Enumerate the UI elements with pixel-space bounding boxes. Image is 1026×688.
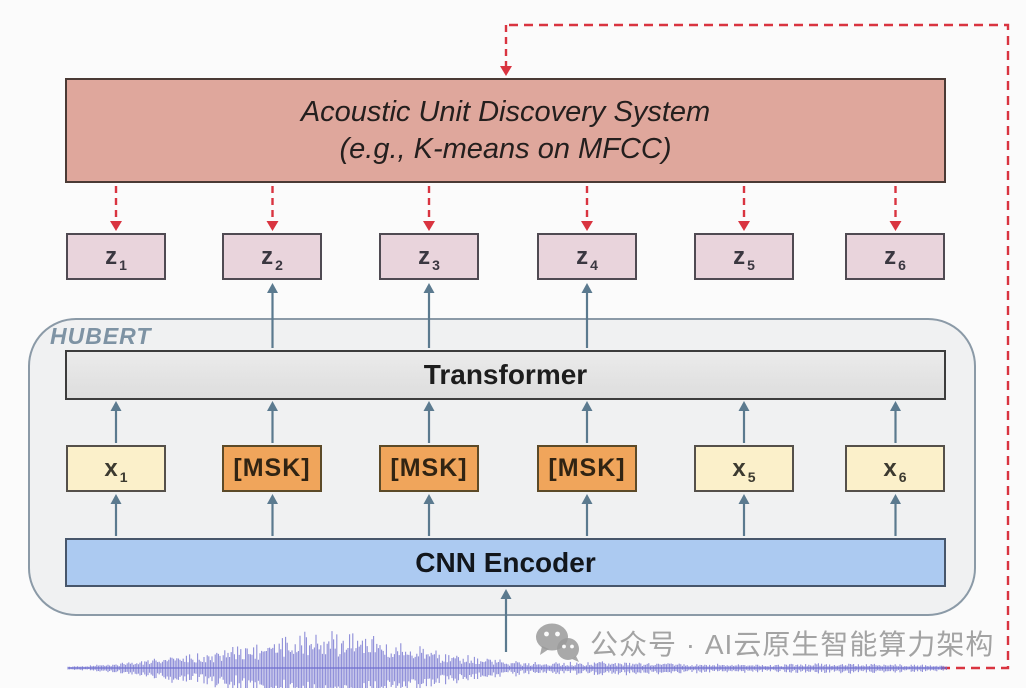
x-subscript: 6 (898, 469, 907, 485)
acoustic-to-z-arrow-4-head (581, 221, 593, 231)
cnn-to-input-arrow-3-head (423, 494, 435, 504)
watermark-text: 公众号 · AI云原生智能算力架构 (590, 629, 995, 660)
cnn-to-input-arrow-1-head (110, 494, 122, 504)
x-label: x (104, 454, 118, 482)
transformer-to-z-arrow-2-head (267, 283, 278, 293)
x-label: x (732, 454, 746, 482)
input-to-transformer-arrow-4-head (581, 401, 593, 411)
input-to-transformer-arrow-3-head (423, 401, 435, 411)
x-label: x (883, 454, 897, 482)
wechat-icon (536, 623, 579, 662)
feedback-into-acoustic-arrow-head (500, 66, 512, 76)
cnn-to-input-arrow-2-head (267, 494, 278, 504)
z-label: z (733, 242, 746, 270)
input-to-transformer-arrow-2-head (267, 401, 278, 411)
input-to-transformer-arrow-1-head (110, 401, 122, 411)
input-to-transformer-arrow-5-head (738, 401, 750, 411)
input-to-transformer-arrow-6-head (890, 401, 901, 411)
z-label: z (576, 242, 589, 270)
feedback-dashed-loop (506, 23, 1010, 670)
transformer-box: Transformer (65, 350, 946, 400)
x-subscript: 5 (747, 469, 756, 485)
acoustic-to-z-arrow-3-head (423, 221, 435, 231)
input-box-msk-3: [MSK] (379, 445, 479, 492)
acoustic-to-z-arrow-1-head (110, 221, 122, 231)
msk-label: [MSK] (390, 454, 468, 482)
z-subscript: 3 (432, 257, 440, 273)
cnn-to-input-arrow-4-head (581, 494, 593, 504)
z-label: z (105, 242, 118, 270)
acoustic-to-z-arrow-2-head (266, 221, 279, 231)
cnn-to-input-arrow-6-head (890, 494, 901, 504)
z-label: z (418, 242, 431, 270)
cnn-encoder-box: CNN Encoder (65, 538, 946, 587)
cnn-to-input-arrow-5-head (738, 494, 750, 504)
waveform-to-cnn-arrow-head (500, 589, 512, 599)
acoustic-to-z-arrow-6-head (889, 221, 902, 231)
input-box-msk-4: [MSK] (537, 445, 637, 492)
transformer-to-z-arrow-3-head (423, 283, 435, 293)
x-subscript: 1 (119, 469, 128, 485)
acoustic-box-line2: (e.g., K-means on MFCC) (339, 132, 672, 165)
hubert-label: HUBERT (50, 323, 152, 349)
cnn-encoder-label: CNN Encoder (415, 546, 596, 578)
z-subscript: 6 (898, 257, 906, 273)
z-subscript: 1 (119, 257, 127, 273)
z-subscript: 4 (590, 257, 598, 273)
input-box-msk-2: [MSK] (222, 445, 322, 492)
acoustic-box-line1: Acoustic Unit Discovery System (300, 95, 711, 128)
z-label: z (261, 242, 274, 270)
acoustic-unit-discovery-box: Acoustic Unit Discovery System (e.g., K-… (65, 78, 946, 183)
msk-label: [MSK] (548, 454, 626, 482)
msk-label: [MSK] (233, 454, 311, 482)
z-subscript: 5 (747, 257, 755, 273)
acoustic-to-z-arrow-5-head (738, 221, 750, 231)
z-subscript: 2 (275, 257, 283, 273)
transformer-to-z-arrow-4-head (581, 283, 593, 293)
z-label: z (884, 242, 897, 270)
watermark: 公众号 · AI云原生智能算力架构 (534, 622, 994, 664)
transformer-label: Transformer (423, 359, 588, 390)
